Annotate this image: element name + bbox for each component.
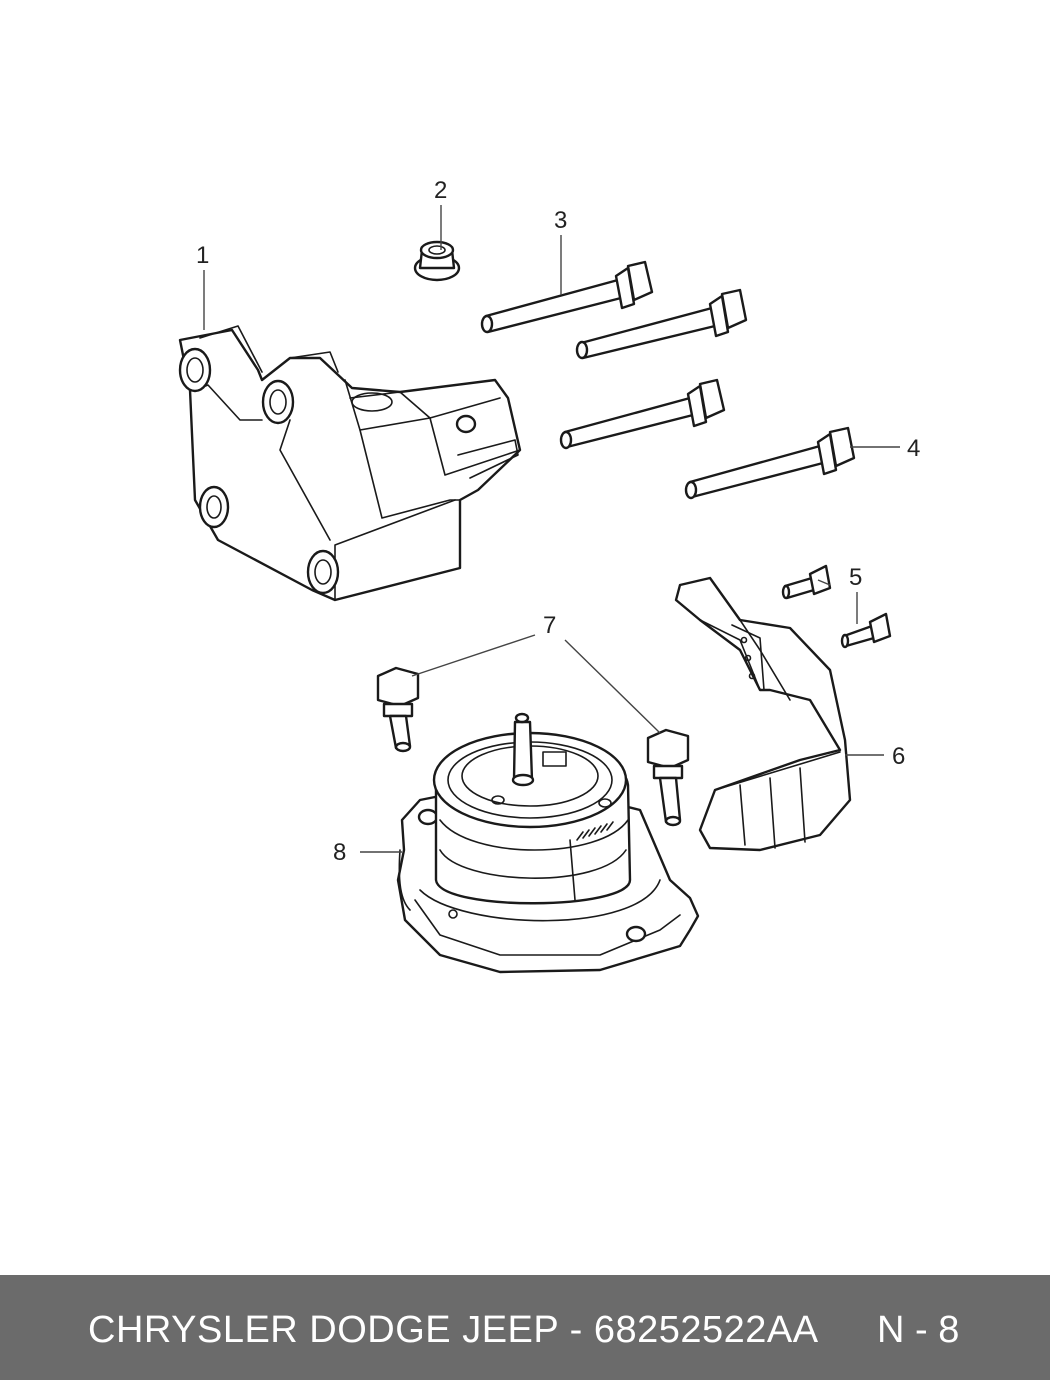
callouts: 1 2 3 4 5 6 7 8 xyxy=(196,177,920,866)
callout-6: 6 xyxy=(892,743,905,770)
part-4-bolt xyxy=(684,426,856,500)
callout-5: 5 xyxy=(849,564,862,591)
footer-part-number: CHRYSLER DODGE JEEP - 68252522AA xyxy=(88,1309,819,1351)
callout-2: 2 xyxy=(434,177,447,204)
footer-bar: CHRYSLER DODGE JEEP - 68252522AA N - 8 xyxy=(0,1275,1050,1380)
part-2-flange-nut xyxy=(413,240,461,282)
callout-8: 8 xyxy=(333,839,346,866)
part-5-small-bolts xyxy=(781,564,892,649)
callout-7: 7 xyxy=(543,612,556,639)
part-7-bolts xyxy=(376,666,690,827)
callout-3: 3 xyxy=(554,207,567,234)
callout-1: 1 xyxy=(196,242,209,269)
leader-lines xyxy=(203,205,900,853)
part-6-heat-shield xyxy=(674,576,852,852)
part-1-mount-bracket xyxy=(178,325,522,602)
part-3-bolts xyxy=(480,260,748,450)
part-8-engine-mount xyxy=(396,712,700,974)
footer-page-label: N - 8 xyxy=(877,1309,960,1351)
callout-4: 4 xyxy=(907,435,920,462)
parts-diagram: 1 2 3 4 5 6 7 8 xyxy=(178,177,920,974)
